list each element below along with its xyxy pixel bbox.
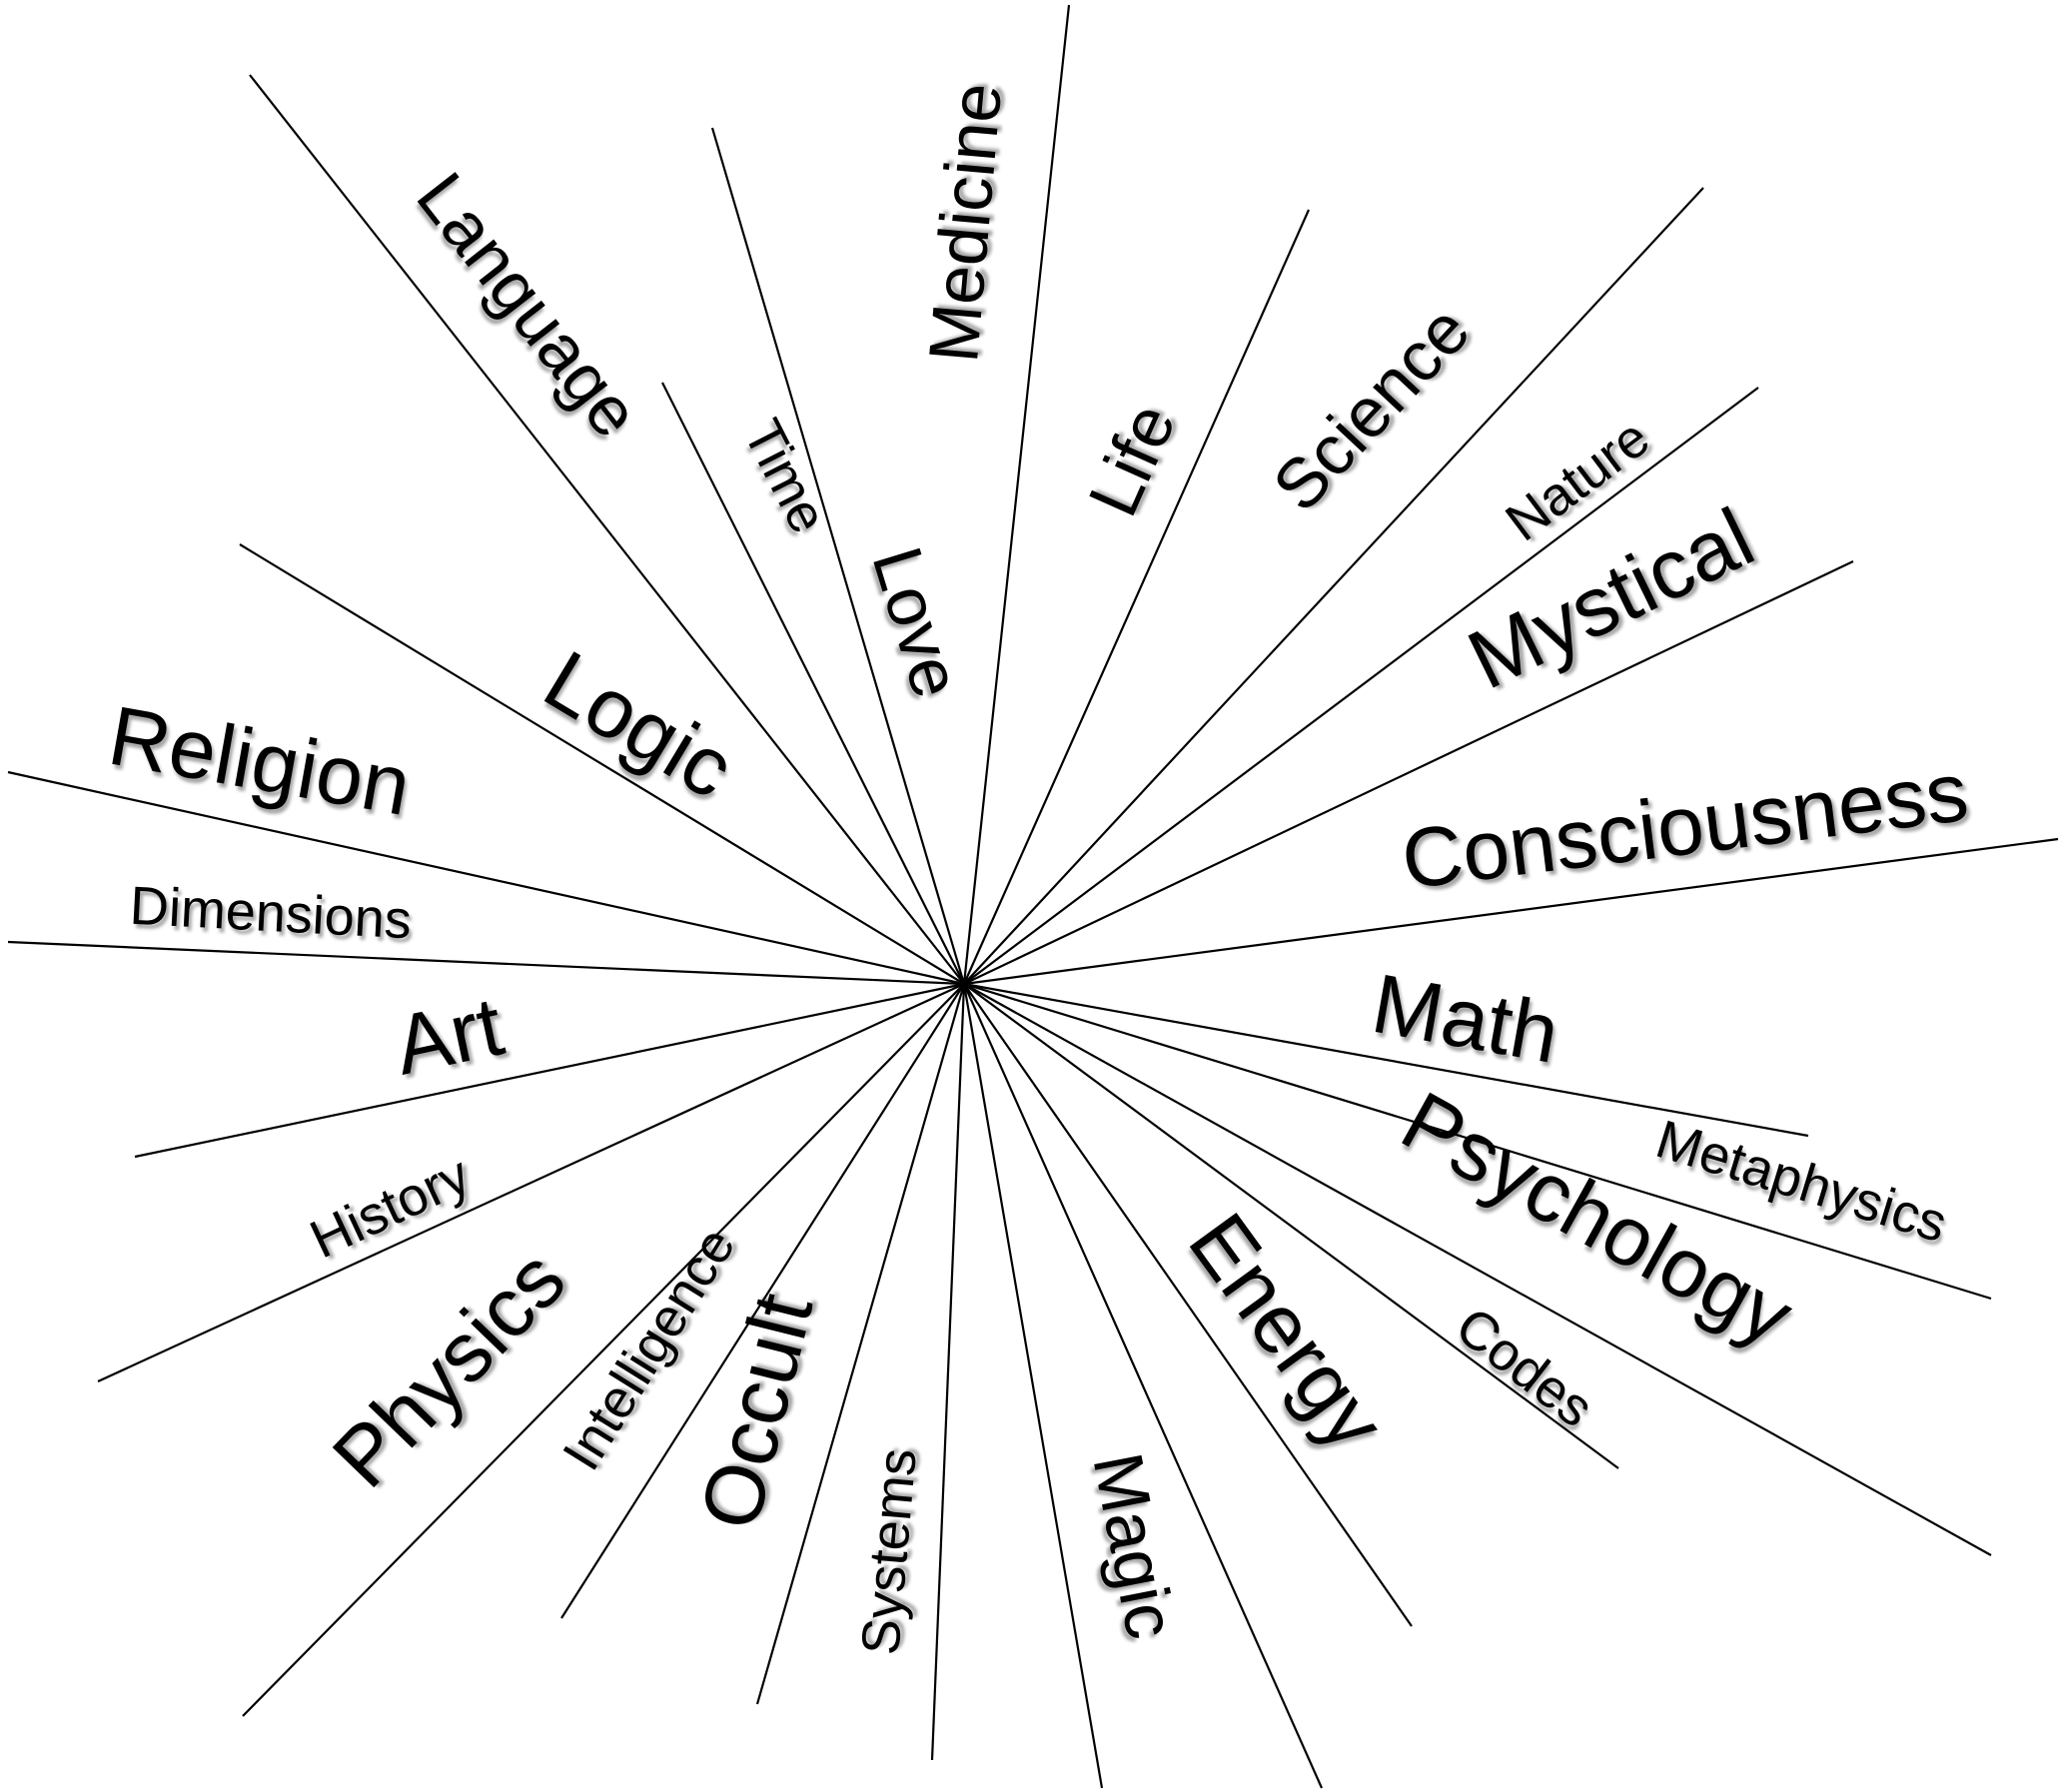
label-physics: Physics [315, 1232, 583, 1504]
ray-time [661, 382, 965, 985]
ray-nature [963, 387, 1759, 985]
ray-mystical [963, 560, 1854, 985]
ray-dimensions [7, 940, 965, 986]
label-mystical: Mystical [1454, 489, 1767, 706]
label-life: Life [1073, 393, 1190, 527]
label-systems: Systems [850, 1446, 928, 1657]
ray-metaphysics [963, 982, 1992, 1301]
label-magic: Magic [1078, 1446, 1190, 1644]
ray-math [963, 982, 1809, 1138]
label-dimensions: Dimensions [129, 876, 414, 951]
ray-magic [962, 983, 1104, 1789]
ray-psychology [963, 983, 1992, 1556]
label-occult: Occult [681, 1285, 830, 1538]
labels: Medicine Language Time Love Life Science… [102, 80, 1972, 1657]
label-history: History [302, 1145, 480, 1270]
label-medicine: Medicine [914, 80, 1016, 366]
label-consciousness: Consciousness [1397, 744, 1973, 907]
ray-energy [963, 983, 1413, 1627]
ray-language [249, 74, 965, 985]
ray-history [97, 983, 965, 1382]
label-religion: Religion [102, 688, 417, 833]
label-art: Art [387, 979, 512, 1093]
ray-intelligence [560, 983, 965, 1619]
ray-logic [239, 543, 965, 985]
label-time: Time [732, 411, 839, 542]
label-logic: Logic [529, 632, 750, 816]
label-language: Language [402, 158, 654, 450]
ray-science [963, 187, 1704, 985]
label-codes: Codes [1445, 1296, 1604, 1438]
ray-magic-right [962, 983, 1324, 1789]
label-science: Science [1258, 291, 1485, 525]
ray-systems [930, 983, 966, 1761]
ray-art [134, 982, 965, 1159]
ray-codes [963, 983, 1619, 1469]
rays [7, 4, 2059, 1789]
label-psychology: Psychology [1387, 1073, 1807, 1362]
ray-consciousness [963, 837, 2059, 986]
ray-medicine [962, 4, 1071, 985]
ray-occult [755, 983, 966, 1705]
ray-physics [242, 983, 965, 1717]
ray-religion [7, 770, 965, 986]
ray-love [710, 127, 966, 985]
ray-life [962, 209, 1311, 985]
